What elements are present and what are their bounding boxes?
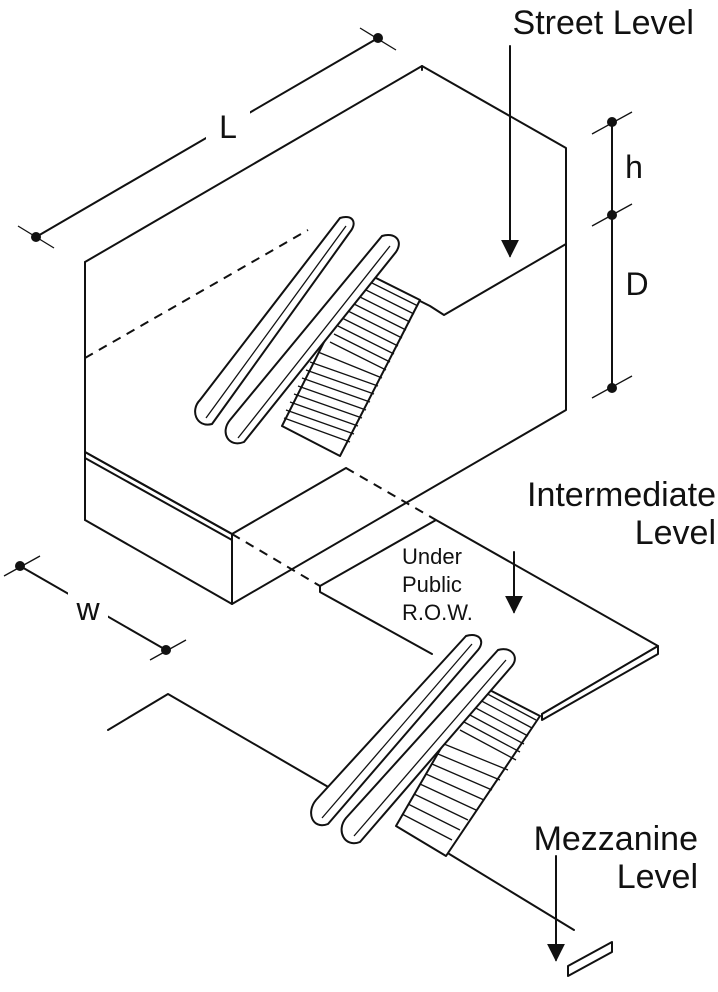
upper-escalators — [194, 216, 400, 445]
landing-top-front-edge — [84, 451, 347, 535]
hidden-line-upper — [84, 229, 309, 359]
intermediate-floor-edge — [541, 645, 659, 721]
intermediate-level-label-line2: Level — [635, 514, 716, 552]
dimension-L — [17, 27, 397, 249]
dimension-w — [3, 555, 187, 661]
hidden-line-lower — [231, 533, 321, 587]
under-row-label-line2: Public — [402, 572, 462, 597]
dimension-D-label: D — [625, 266, 648, 302]
mezzanine-back-line — [107, 693, 331, 789]
dimension-L-label: L — [219, 109, 237, 145]
mezzanine-floor-line — [445, 851, 575, 931]
intermediate-left-edge — [319, 585, 433, 655]
mezzanine-slab — [567, 941, 613, 977]
mezzanine-level-label-line1: Mezzanine — [534, 820, 698, 858]
mezzanine-level-label-line2: Level — [617, 858, 698, 896]
street-level-label: Street Level — [513, 4, 694, 42]
lower-escalators — [310, 634, 516, 845]
street-level-floor — [417, 243, 567, 316]
under-row-label-line3: R.O.W. — [402, 600, 473, 625]
lower-stair — [395, 683, 541, 857]
intermediate-level-label-line1: Intermediate — [527, 476, 716, 514]
dimension-w-label: w — [75, 591, 100, 627]
upper-structure — [84, 65, 567, 605]
dimension-h-label: h — [625, 149, 643, 185]
hidden-line-middle — [345, 467, 437, 521]
dimension-h-D — [591, 111, 654, 399]
lower-structure — [107, 519, 659, 977]
under-row-label-line1: Under — [402, 544, 462, 569]
